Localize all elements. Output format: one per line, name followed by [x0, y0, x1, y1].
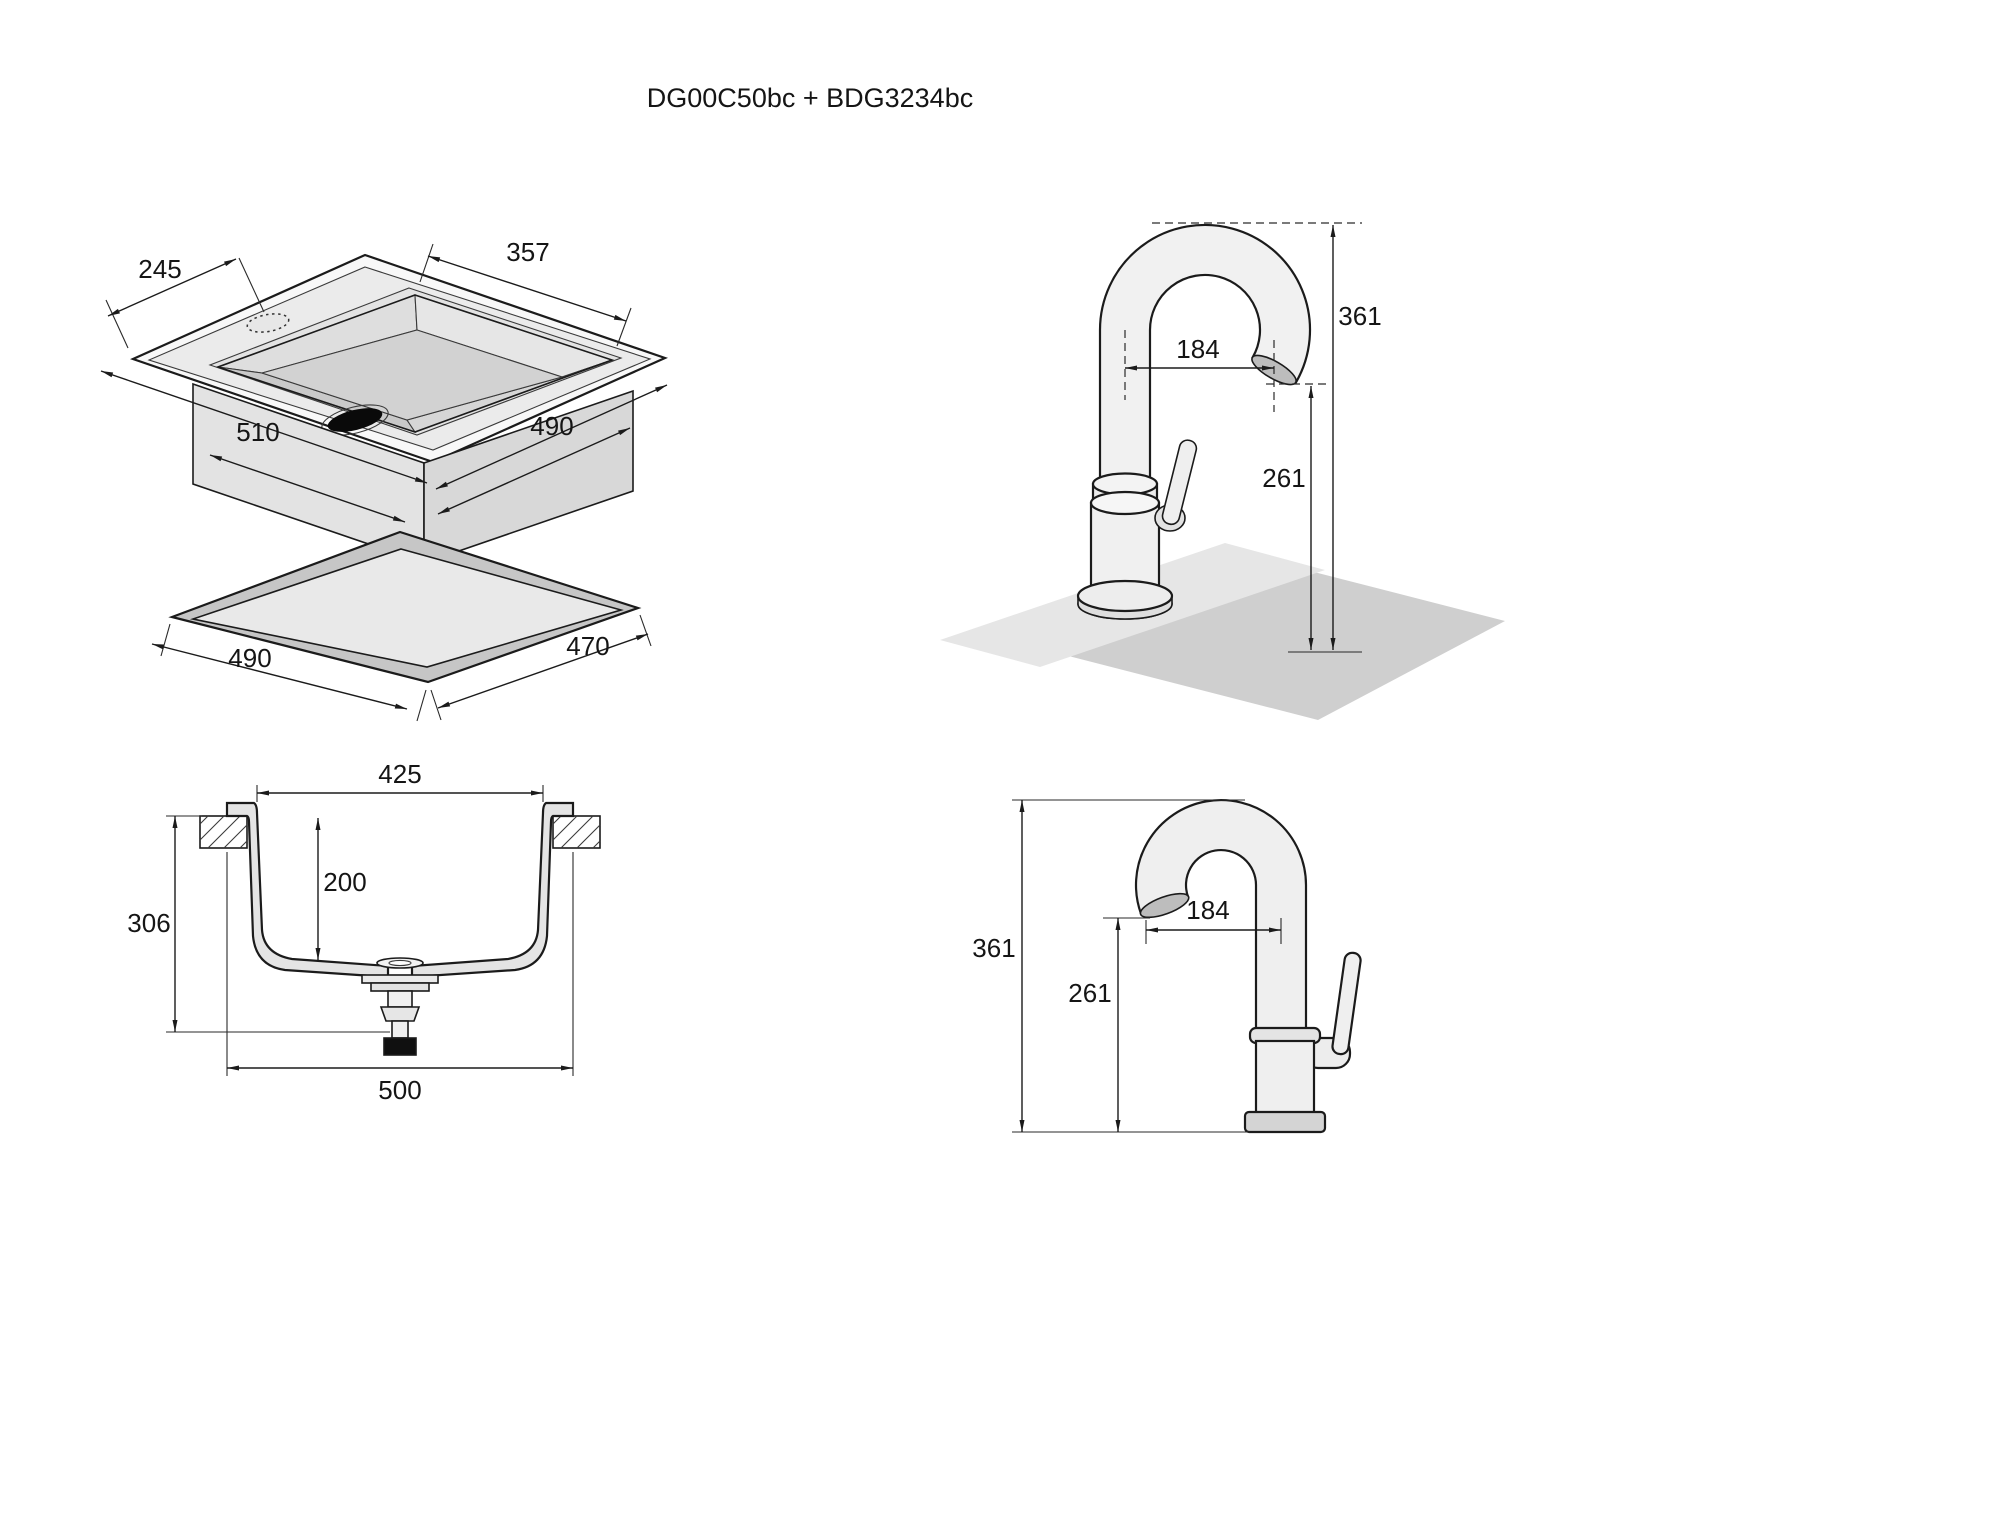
countertop-right — [552, 815, 601, 849]
dim-label-cutout-width: 470 — [566, 631, 609, 661]
gooseneck-spout — [1098, 223, 1312, 512]
dim-label-tap-offset: 245 — [138, 254, 181, 284]
dim-label-bowl-width: 425 — [378, 759, 421, 789]
drawing-title: DG00C50bc + BDG3234bc — [647, 83, 973, 113]
faucet-body-side — [1254, 1039, 1316, 1117]
dim-label-faucet-total-height: 361 — [1338, 301, 1381, 331]
dim-label-outer-length: 510 — [236, 417, 279, 447]
drain-assembly — [361, 957, 439, 1056]
sink-section-right-wall — [410, 801, 575, 979]
faucet-base-top — [1076, 579, 1174, 613]
dim-label-outer-width: 490 — [530, 411, 573, 441]
countertop-left — [199, 815, 248, 849]
spout-aerator-side — [1139, 892, 1190, 919]
sink-bowl — [208, 287, 623, 436]
dim-label-faucet-reach: 184 — [1176, 334, 1219, 364]
dim-label-base-width: 500 — [378, 1075, 421, 1105]
faucet-body-top — [1089, 490, 1161, 516]
dim-label-faucet-spout-height: 261 — [1262, 463, 1305, 493]
dim-label-side-total-height: 361 — [972, 933, 1015, 963]
lever-handle-side — [1331, 951, 1362, 1056]
cutout-hole — [189, 548, 624, 668]
drain-hole — [327, 408, 383, 432]
dim-label-cutout-length: 490 — [228, 643, 271, 673]
faucet-isometric-view: 361 261 184 — [940, 222, 1505, 720]
dim-label-bowl-top: 357 — [506, 237, 549, 267]
dim-label-side-reach: 184 — [1186, 895, 1229, 925]
faucet-side-view: 361 261 184 — [972, 799, 1362, 1134]
sink-section-view: 425 200 306 500 — [127, 759, 601, 1105]
dim-label-section-height: 306 — [127, 908, 170, 938]
dim-label-bowl-depth: 200 — [323, 867, 366, 897]
lever-handle — [1161, 439, 1198, 526]
tap-hole — [246, 313, 290, 333]
sink-isometric-view: 245 357 510 490 — [100, 237, 668, 565]
gooseneck-spout-side — [1134, 799, 1308, 1037]
sink-body-right-face — [423, 389, 634, 565]
dim-label-side-spout-height: 261 — [1068, 978, 1111, 1008]
faucet-base-side — [1243, 1110, 1327, 1134]
countertop-cutout: 490 470 — [151, 530, 652, 722]
